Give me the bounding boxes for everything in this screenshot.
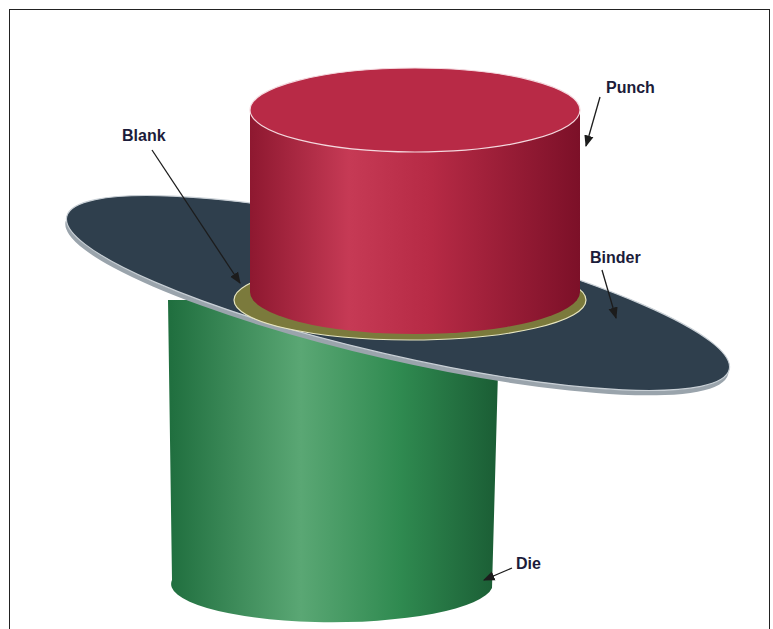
part-label: Binder	[590, 250, 641, 266]
frame	[10, 10, 770, 629]
punch-cylinder	[250, 68, 580, 334]
leader-lines	[152, 97, 616, 580]
part-label: Blank	[122, 128, 166, 144]
part-label: Die	[516, 556, 541, 572]
part-label: Punch	[606, 80, 655, 96]
